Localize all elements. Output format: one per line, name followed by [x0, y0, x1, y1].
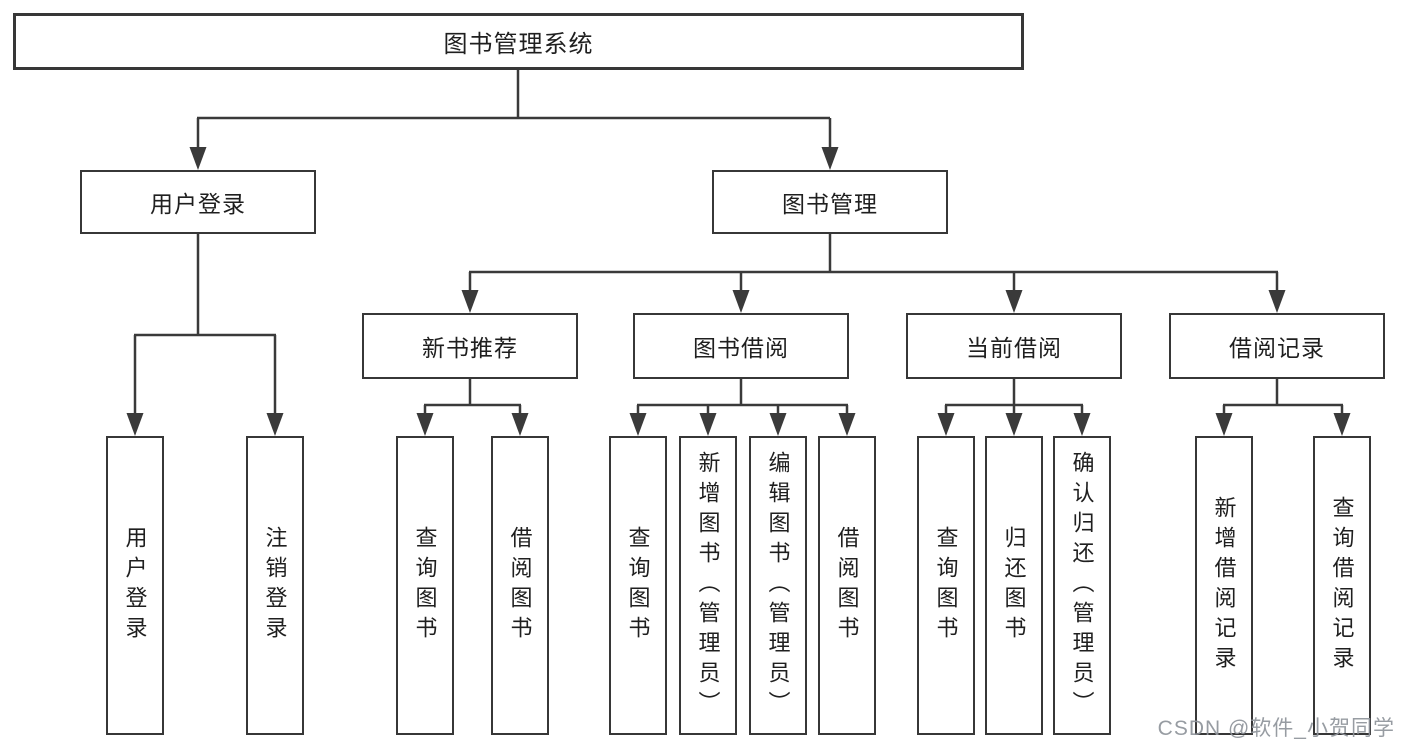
node-borrow-books-borrowing: 借阅图书: [818, 436, 876, 735]
node-query-books-borrowing: 查询图书: [609, 436, 667, 735]
node-borrow-books-recommendation: 借阅图书: [491, 436, 549, 735]
leaf-label: 用户登录: [122, 525, 148, 646]
node-query-books-current: 查询图书: [917, 436, 975, 735]
leaf-label: 编辑图书（管理员）: [765, 450, 791, 721]
node-add-books-admin: 新增图书（管理员）: [679, 436, 737, 735]
node-library-management-system: 图书管理系统: [13, 13, 1024, 70]
node-query-borrow-record: 查询借阅记录: [1313, 436, 1371, 735]
node-add-borrow-record: 新增借阅记录: [1195, 436, 1253, 735]
leaf-label: 归还图书: [1001, 525, 1027, 646]
leaf-label: 新增借阅记录: [1211, 495, 1237, 676]
node-query-books-recommendation: 查询图书: [396, 436, 454, 735]
node-borrowing-records: 借阅记录: [1169, 313, 1385, 379]
node-user-login-leaf: 用户登录: [106, 436, 164, 735]
node-current-borrowing: 当前借阅: [906, 313, 1122, 379]
leaf-label: 查询图书: [933, 525, 959, 646]
leaf-label: 确认归还（管理员）: [1069, 450, 1095, 721]
leaf-label: 新增图书（管理员）: [695, 450, 721, 721]
node-return-books: 归还图书: [985, 436, 1043, 735]
leaf-label: 查询借阅记录: [1329, 495, 1355, 676]
node-confirm-return-admin: 确认归还（管理员）: [1053, 436, 1111, 735]
node-user-login: 用户登录: [80, 170, 316, 234]
node-book-borrowing: 图书借阅: [633, 313, 849, 379]
leaf-label: 查询图书: [625, 525, 651, 646]
leaf-label: 借阅图书: [507, 525, 533, 646]
node-new-book-recommendation: 新书推荐: [362, 313, 578, 379]
node-edit-books-admin: 编辑图书（管理员）: [749, 436, 807, 735]
leaf-label: 查询图书: [412, 525, 438, 646]
node-logout: 注销登录: [246, 436, 304, 735]
node-book-management: 图书管理: [712, 170, 948, 234]
csdn-watermark: CSDN @软件_小贺同学: [1157, 717, 1395, 740]
leaf-label: 借阅图书: [834, 525, 860, 646]
leaf-label: 注销登录: [262, 525, 288, 646]
